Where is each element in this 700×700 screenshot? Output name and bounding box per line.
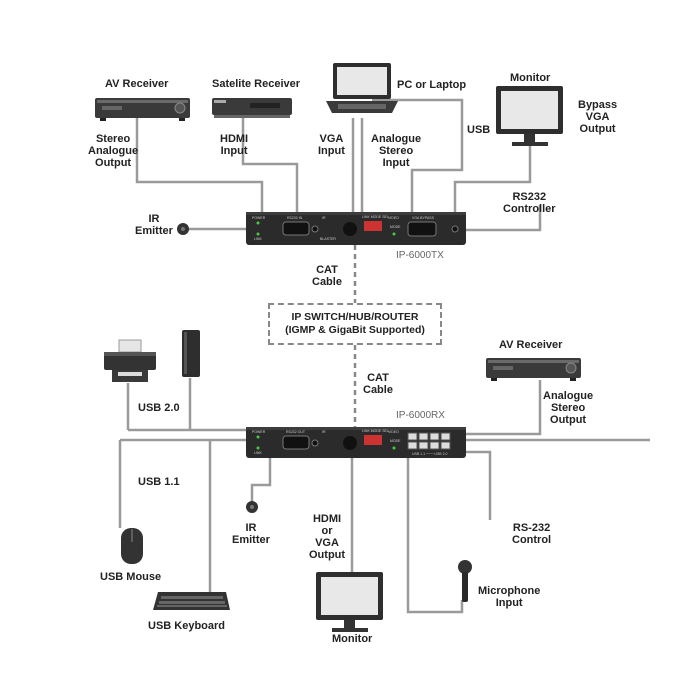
label-ir-emitter-bottom: IR Emitter (232, 522, 270, 546)
label-pc-or-laptop: PC or Laptop (397, 79, 467, 91)
ip-switch-box: IP SWITCH/HUB/ROUTER (IGMP & GigaBit Sup… (268, 303, 442, 345)
rx-ir-label: IR (322, 430, 326, 434)
label-usb-mouse: USB Mouse (100, 571, 162, 583)
rx-power-label: POWER (252, 430, 266, 434)
tx-model-label: IP-6000TX (396, 250, 444, 261)
label-vga-input: VGA Input (318, 133, 345, 157)
label-cat-cable-bottom: CAT Cable (363, 372, 393, 396)
rx-mode-label: MODE (390, 439, 401, 443)
satellite-receiver (212, 98, 292, 118)
cable-ir-emitter-rx (250, 455, 272, 505)
tx-blaster-label: BLASTER (320, 237, 336, 241)
label-av-receiver-top: AV Receiver (105, 78, 169, 90)
av-receiver-bottom (486, 358, 581, 381)
label-monitor-top: Monitor (510, 72, 551, 84)
label-ir-emitter-top: IR Emitter (135, 213, 173, 237)
rx-usb-label: USB 1.1 ─── USB 2.0 (412, 452, 448, 456)
label-usb-11: USB 1.1 (138, 476, 180, 488)
switch-subtitle: (IGMP & GigaBit Supported) (285, 324, 425, 336)
tx-link-mode-label: LINK MODE SEL (362, 215, 389, 219)
label-microphone-input: Microphone Input (478, 585, 541, 609)
ir-emitter-bottom (246, 501, 258, 513)
rx-link-mode-label: LINK MODE SEL (362, 429, 389, 433)
cable-av-receiver-tx (135, 118, 264, 213)
label-usb-20: USB 2.0 (138, 402, 180, 414)
label-cat-cable-top: CAT Cable (312, 264, 342, 288)
laptop (326, 63, 398, 113)
label-analogue-stereo-output: Analogue Stereo Output (543, 390, 594, 426)
tx-rs232-label: RS232 IN (287, 216, 303, 220)
label-satelite-receiver: Satelite Receiver (212, 78, 301, 90)
rx-panel-labels: POWER LINK RS232 OUT IR LINK MODE SEL VI… (252, 429, 448, 456)
label-rs232-control: RS-232 Control (512, 522, 552, 546)
usb-mouse (121, 528, 143, 564)
switch-title: IP SWITCH/HUB/ROUTER (291, 311, 419, 323)
usb-drive (182, 330, 200, 377)
cable-av-receiver-rx (460, 380, 542, 436)
cable-satellite-tx (241, 118, 299, 213)
rx-link-label: LINK (254, 451, 262, 455)
label-bypass-vga-output: Bypass VGA Output (578, 99, 618, 135)
rx-rs232-label: RS232 OUT (286, 430, 306, 434)
ir-emitter-top (177, 223, 189, 235)
label-monitor-bottom: Monitor (332, 633, 373, 645)
tx-video-label: VIDEO (388, 216, 399, 220)
monitor-bottom (316, 572, 383, 632)
label-usb-keyboard: USB Keyboard (148, 620, 226, 632)
cable-laptop-usb (372, 98, 464, 213)
cable-microphone (406, 456, 464, 614)
label-usb: USB (467, 124, 491, 136)
rx-video-label: VIDEO (388, 430, 399, 434)
label-hdmi-input: HDMI Input (220, 133, 249, 157)
usb-keyboard (153, 592, 230, 610)
tx-mode-label: MODE (390, 225, 401, 229)
printer (104, 339, 156, 382)
tx-unit (246, 212, 466, 245)
cable-monitor-bypass (453, 145, 532, 213)
tx-vga-bypass-label: VGA BYPASS (412, 216, 435, 220)
tx-ir-label: IR (322, 216, 326, 220)
tx-panel-labels: POWER LINK RS232 IN IR BLASTER LINK MODE… (252, 215, 435, 241)
label-analogue-stereo-input: Analogue Stereo Input (371, 133, 422, 169)
label-stereo-analogue-output: Stereo Analogue Output (88, 133, 139, 169)
av-receiver-top (95, 98, 190, 121)
monitor-top (496, 86, 563, 146)
cable-rs232-controller (465, 205, 542, 232)
tx-power-label: POWER (252, 216, 266, 220)
rx-unit (246, 427, 466, 458)
tx-link-label: LINK (254, 237, 262, 241)
label-av-receiver-bottom: AV Receiver (499, 339, 563, 351)
label-hdmi-or-vga-output: HDMI or VGA Output (309, 513, 346, 561)
microphone (458, 560, 472, 602)
rx-model-label: IP-6000RX (396, 410, 445, 421)
label-rs232-controller: RS232 Controller (503, 191, 556, 215)
